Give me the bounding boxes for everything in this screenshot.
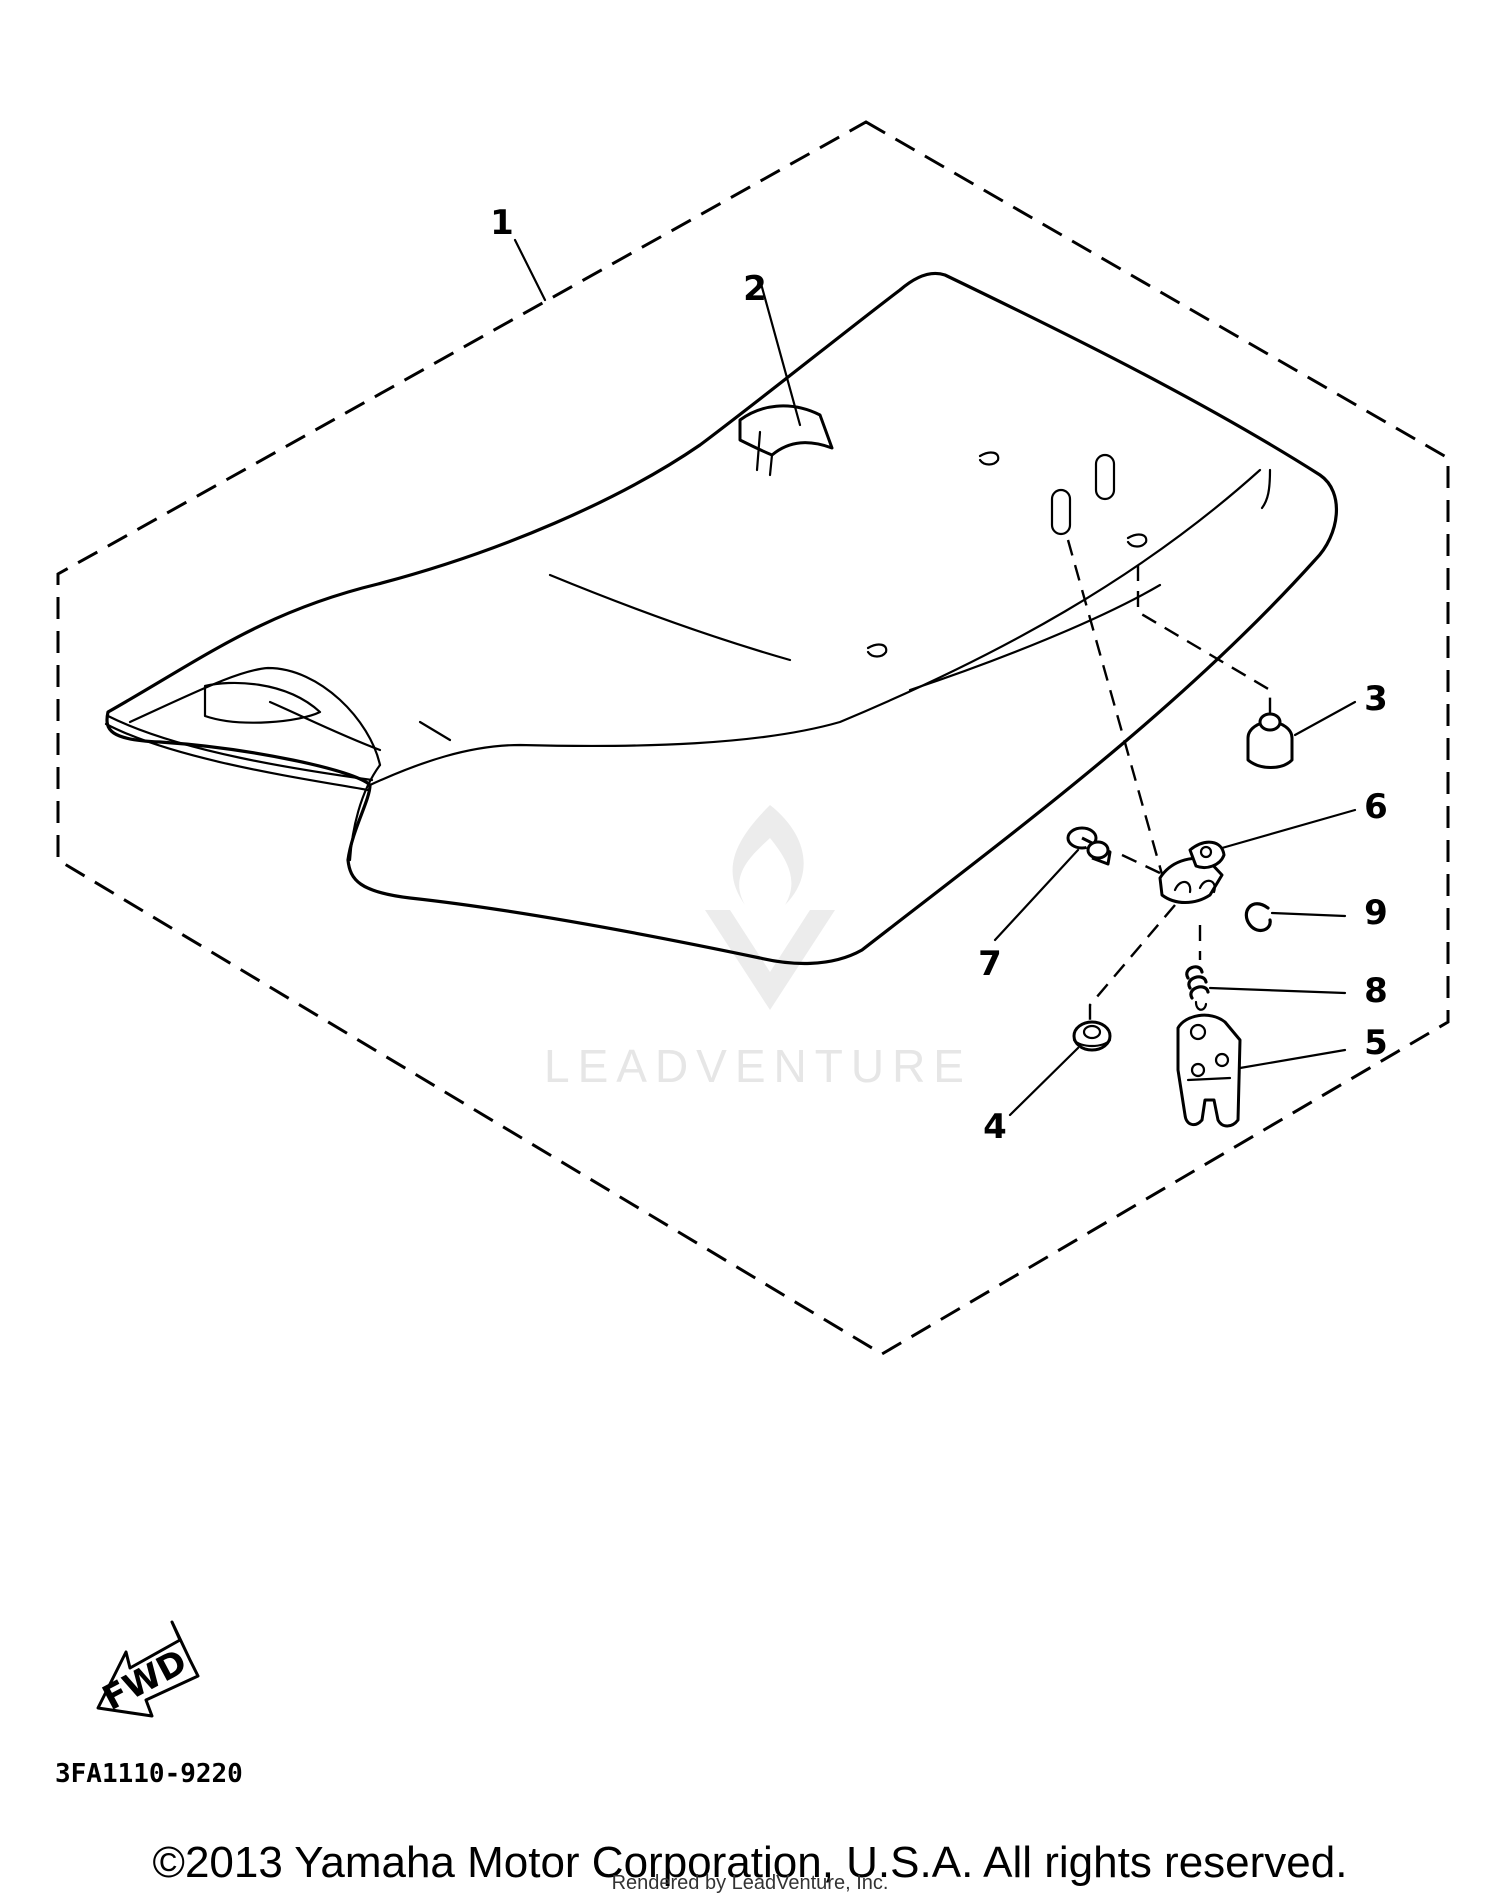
part-9-clip bbox=[1244, 902, 1272, 933]
callout-numbers: 1 2 3 4 5 6 7 8 9 bbox=[490, 203, 1388, 1147]
callout-4: 4 bbox=[983, 1107, 1007, 1147]
forward-arrow: FWD bbox=[96, 1620, 200, 1719]
callout-9: 9 bbox=[1364, 893, 1388, 933]
leadventure-flame-logo bbox=[705, 805, 835, 1010]
callout-3: 3 bbox=[1364, 679, 1388, 719]
seat-body bbox=[104, 271, 1339, 966]
part-4-grommet bbox=[1072, 1020, 1112, 1052]
rendered-by-notice: Rendered by LeadVenture, Inc. bbox=[611, 1872, 889, 1894]
watermark-text: LEADVENTURE bbox=[544, 1040, 972, 1092]
part-8-spring bbox=[1185, 965, 1210, 1011]
seat-strap bbox=[738, 404, 834, 457]
copyright-notice: ©2013 Yamaha Motor Corporation, U.S.A. A… bbox=[152, 1838, 1348, 1887]
callout-8: 8 bbox=[1364, 971, 1388, 1011]
assembly-boundary bbox=[56, 120, 1450, 1356]
install-line-4 bbox=[1088, 904, 1176, 1025]
callout-7: 7 bbox=[978, 944, 1002, 984]
callout-5: 5 bbox=[1364, 1023, 1388, 1063]
part-code: 3FA1110-9220 bbox=[55, 1759, 243, 1789]
part-3-damper bbox=[1246, 712, 1294, 769]
lock-assembly bbox=[1158, 840, 1226, 904]
callout-6: 6 bbox=[1364, 787, 1388, 827]
callout-1: 1 bbox=[490, 203, 514, 243]
install-line-3 bbox=[1136, 565, 1272, 715]
part-7-bolt bbox=[1066, 826, 1112, 866]
leadventure-watermark: LEADVENTURE bbox=[544, 805, 972, 1092]
leader-lines bbox=[513, 238, 1357, 1117]
callout-2: 2 bbox=[743, 269, 767, 309]
install-line-7 bbox=[1121, 853, 1161, 875]
install-line-lock bbox=[1066, 539, 1167, 886]
part-5-lock-plate bbox=[1176, 1013, 1242, 1128]
